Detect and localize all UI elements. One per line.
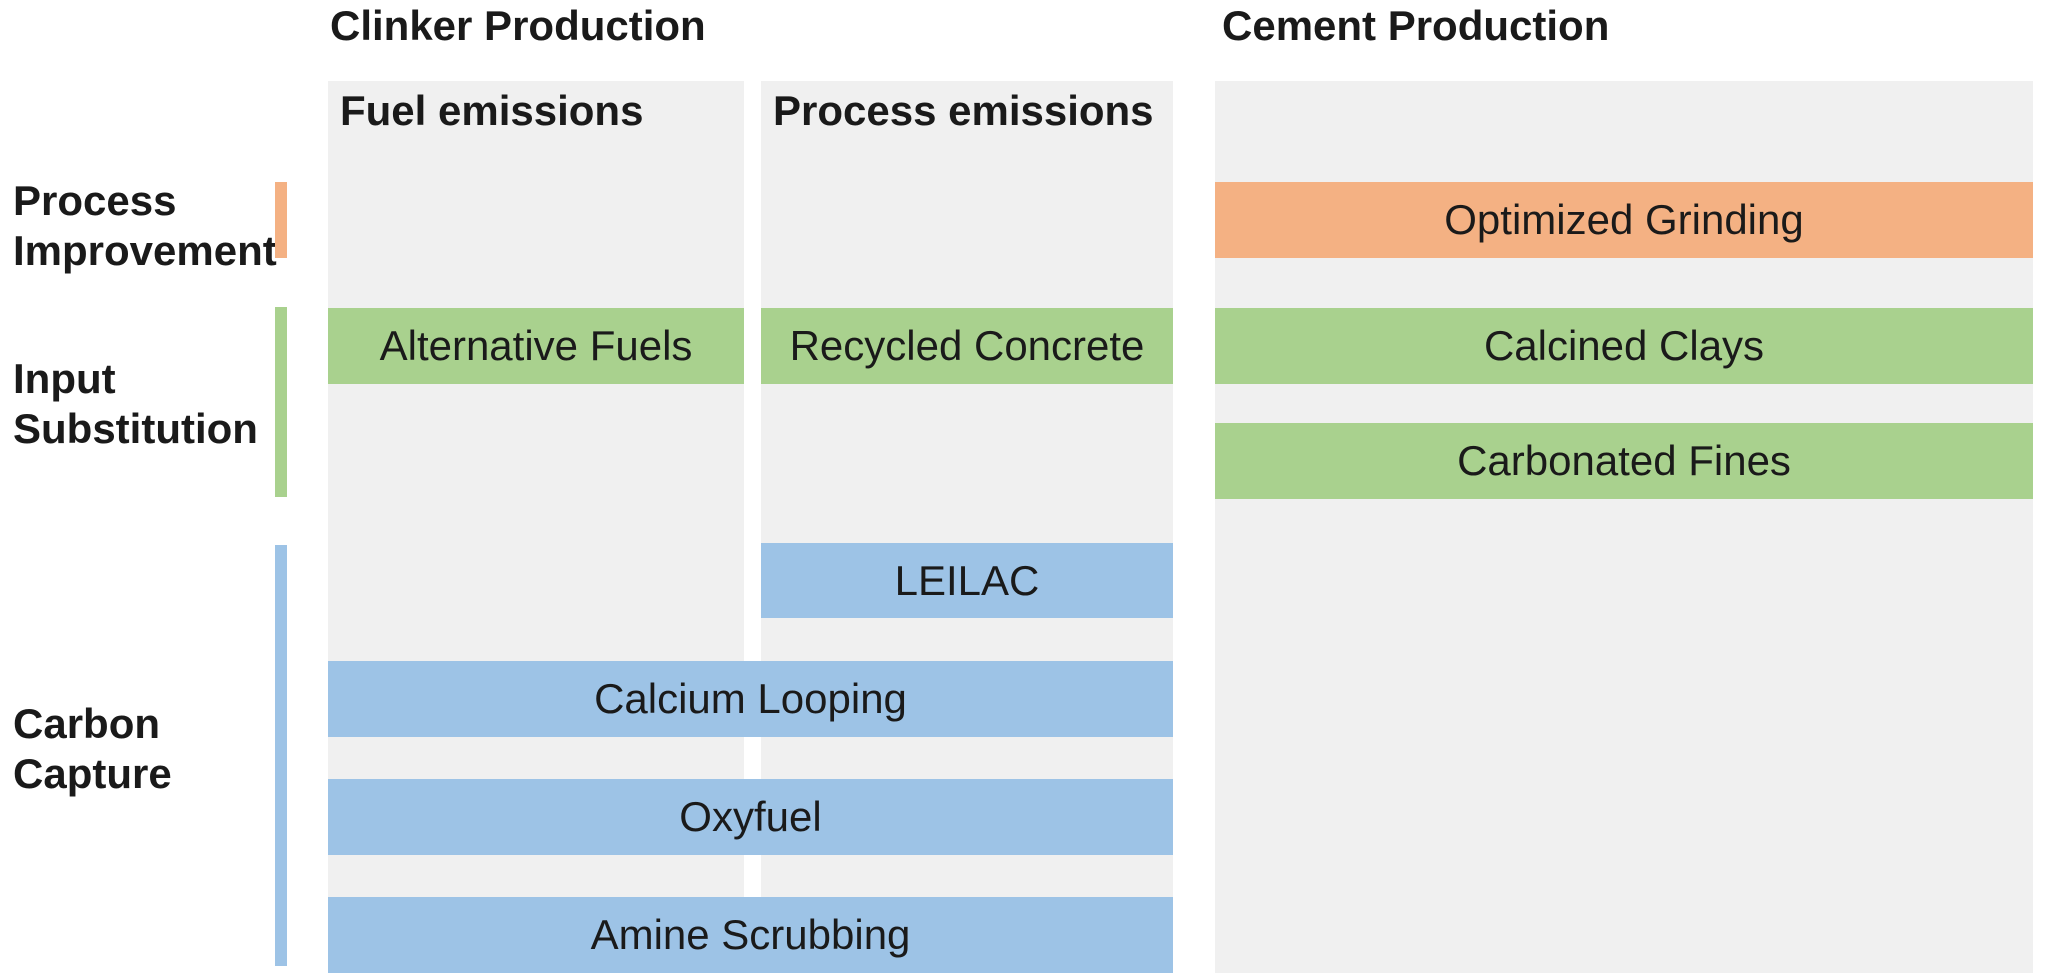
bar-leilac: LEILAC xyxy=(761,543,1173,618)
bar-recycled-concrete: Recycled Concrete xyxy=(761,308,1173,384)
bar-amine-scrubbing: Amine Scrubbing xyxy=(328,897,1173,973)
bar-alternative-fuels: Alternative Fuels xyxy=(328,308,744,384)
process-improvement-tick xyxy=(275,182,287,258)
fuel-emissions-header: Fuel emissions xyxy=(340,87,644,134)
row-label-line: Process xyxy=(13,177,177,224)
row-label-line: Input xyxy=(13,355,116,402)
process-emissions-header: Process emissions xyxy=(773,87,1154,134)
bar-oxyfuel: Oxyfuel xyxy=(328,779,1173,855)
row-label-line: Capture xyxy=(13,750,172,797)
input-substitution-tick xyxy=(275,307,287,497)
row-label-line: Improvement xyxy=(13,227,277,274)
bar-carbonated-fines: Carbonated Fines xyxy=(1215,423,2033,499)
row-label-line: Substitution xyxy=(13,405,258,452)
clinker-production-title: Clinker Production xyxy=(330,2,706,49)
bar-calcined-clays: Calcined Clays xyxy=(1215,308,2033,384)
cement-production-title: Cement Production xyxy=(1222,2,1610,49)
row-label-line: Carbon xyxy=(13,700,160,747)
bar-calcium-looping: Calcium Looping xyxy=(328,661,1173,737)
bar-optimized-grinding: Optimized Grinding xyxy=(1215,182,2033,258)
carbon-capture-tick xyxy=(275,545,287,966)
row-label-input-substitution: Input Substitution xyxy=(13,354,258,454)
row-label-carbon-capture: Carbon Capture xyxy=(13,699,172,799)
row-label-process-improvement: Process Improvement xyxy=(13,176,277,276)
